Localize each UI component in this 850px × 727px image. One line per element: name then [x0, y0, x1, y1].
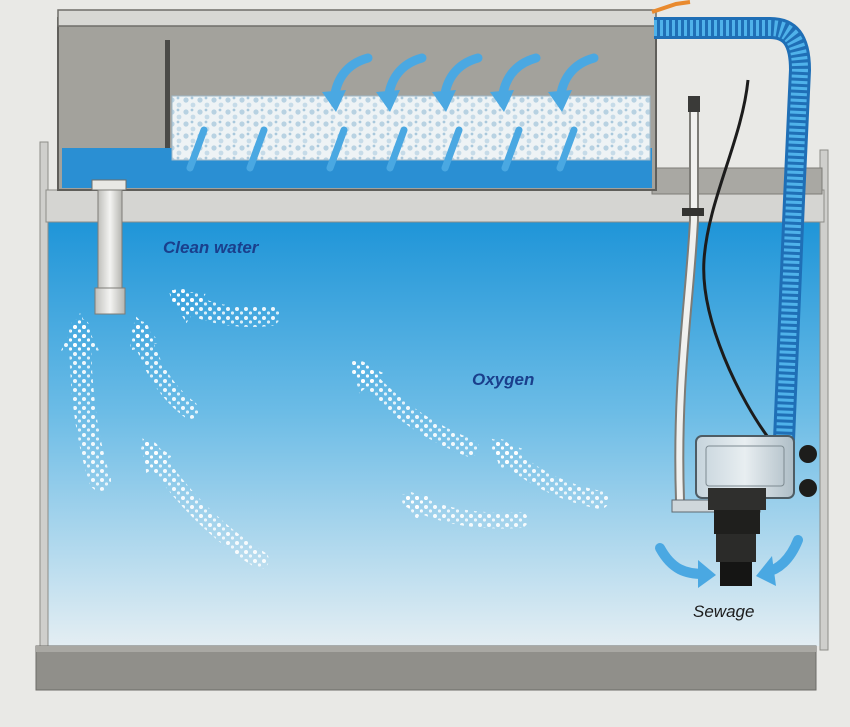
filter-lid	[57, 9, 657, 27]
flow-arrow-head	[376, 90, 400, 112]
drip-arrow-icon	[556, 126, 578, 172]
flow-arrow-left-head	[698, 560, 716, 588]
bubble-arrow-head	[166, 289, 206, 324]
bubble-arrow-icon	[141, 441, 269, 569]
filter-flow-arrows	[186, 53, 599, 172]
bubble-arrow-head	[398, 494, 431, 520]
flow-arrow-right-head	[756, 556, 776, 586]
oxygen-label: Oxygen	[472, 370, 535, 389]
hose-ribs	[654, 20, 809, 441]
bubble-arrow-head	[490, 438, 524, 472]
filter-divider	[165, 40, 170, 158]
bubble-arrow-head	[129, 316, 160, 351]
flow-arrow-head	[548, 90, 572, 112]
air-tube-icon	[674, 96, 704, 505]
bubble-arrow-head	[350, 359, 384, 394]
top-filter-box	[57, 9, 657, 191]
drip-arrow-icon	[246, 126, 268, 172]
clean-water-label: Clean water	[163, 238, 259, 257]
tank-top-frame	[45, 189, 825, 223]
drip-arrow-icon	[386, 126, 408, 172]
drip-arrow-icon	[441, 126, 463, 172]
filter-sponge-icon	[171, 95, 651, 161]
outlet-pipe-icon	[91, 179, 127, 315]
flow-arrow-head	[490, 90, 514, 112]
bubble-arrow-head	[142, 438, 173, 474]
base-highlight	[36, 646, 816, 652]
hose-orange-tip	[651, 0, 691, 14]
drip-arrow-icon	[186, 126, 208, 172]
oxygen-bubble-arrows	[60, 288, 609, 569]
tank-right-wall	[819, 149, 829, 651]
drip-arrow-icon	[501, 126, 523, 172]
power-cord	[702, 79, 772, 441]
tank-base	[35, 645, 817, 691]
bubble-arrow-head	[60, 312, 100, 352]
flow-arrow-head	[322, 90, 346, 112]
sewage-label: Sewage	[693, 602, 755, 621]
flow-arrow-head	[432, 90, 456, 112]
pump-icon	[671, 435, 817, 586]
sewage-flow-arrows	[655, 535, 803, 588]
drip-arrow-icon	[326, 126, 348, 172]
